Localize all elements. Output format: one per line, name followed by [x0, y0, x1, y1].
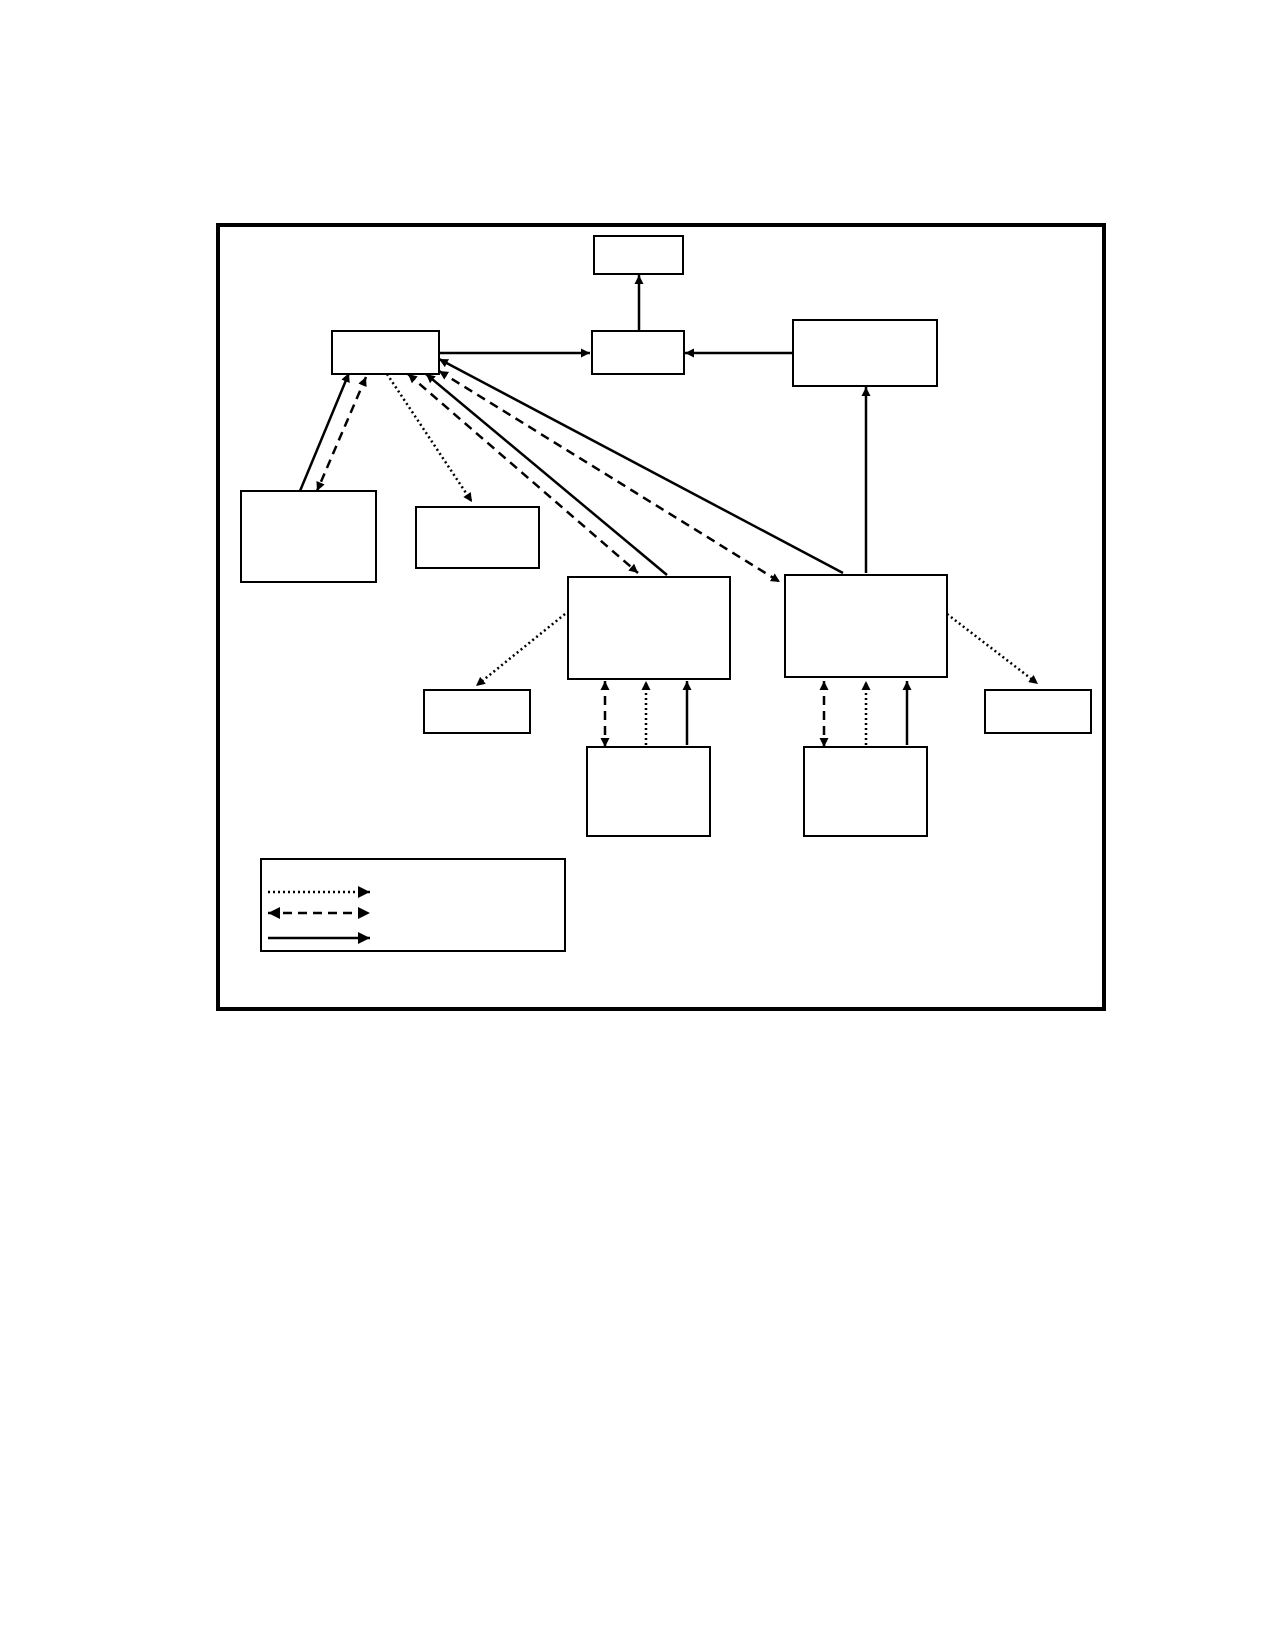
nodes-group [240, 235, 1092, 837]
node-lower-right-box [784, 574, 948, 678]
node-mid-left-box [415, 506, 540, 569]
edge-far-left-left-hub-dashed [315, 376, 368, 492]
node-center-box [591, 330, 685, 375]
edge-lower-right-to-left-hub [438, 357, 844, 575]
edge-lower-center-to-small-left [475, 613, 566, 687]
edges-group [298, 275, 1039, 747]
node-lower-center-box [567, 576, 731, 680]
node-small-right-box [984, 689, 1092, 734]
node-bottom-right-box [803, 746, 928, 837]
node-small-left-box [423, 689, 531, 734]
node-far-left-box [240, 490, 377, 583]
edge-left-hub-to-mid-left [385, 373, 474, 503]
node-top-box [593, 235, 684, 275]
node-bottom-center-box [586, 746, 711, 837]
legend-box [260, 858, 566, 952]
edge-left-hub-lower-right-dashed [438, 369, 781, 584]
diagram-frame [216, 223, 1106, 1011]
node-upper-right-box [792, 319, 938, 387]
edge-lower-right-to-small-right [946, 613, 1039, 685]
legend [260, 858, 566, 952]
node-left-hub-box [331, 330, 440, 375]
